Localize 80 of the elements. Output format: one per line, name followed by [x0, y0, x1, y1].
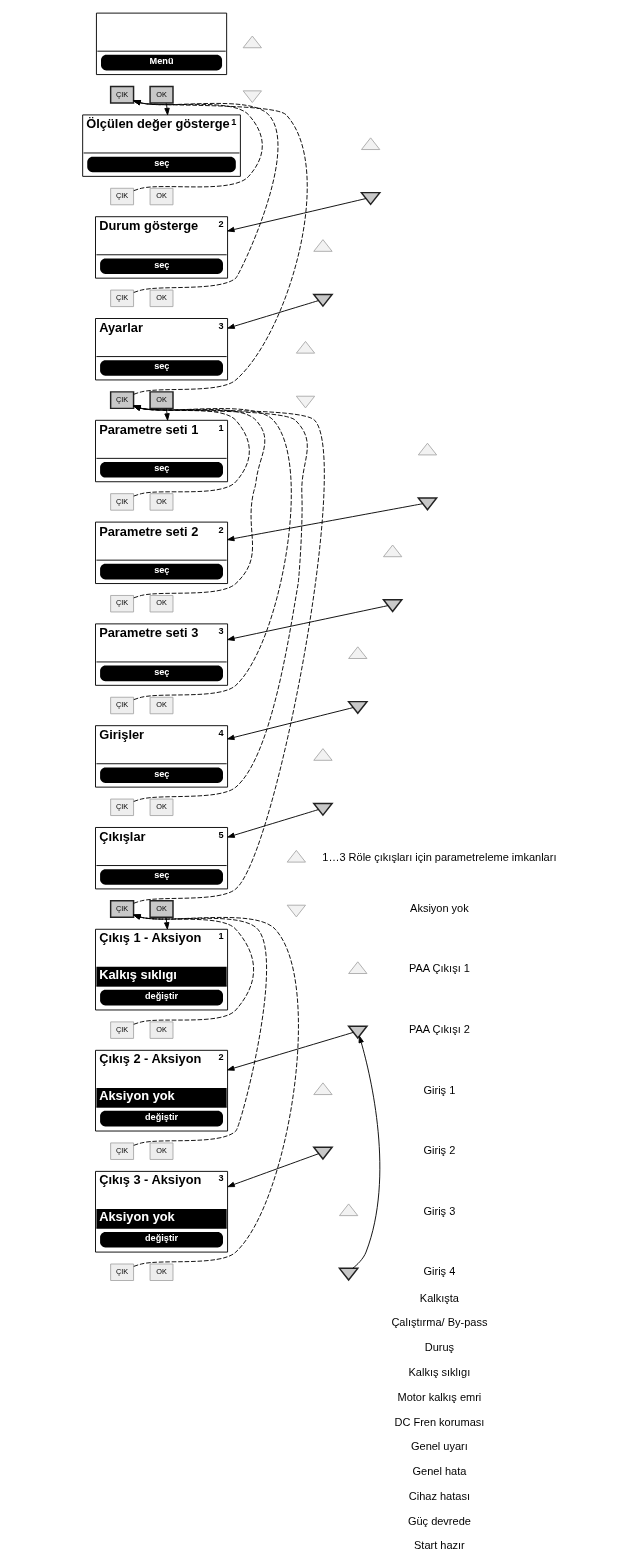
label: Giriş 3 [423, 1204, 456, 1217]
node-box: ÇIK [110, 493, 135, 511]
arrow [227, 503, 424, 542]
arrow [164, 102, 170, 116]
label: DC Fren koruması [394, 1415, 485, 1428]
node-triangle [348, 646, 368, 659]
node-triangle [416, 497, 439, 511]
arrow [227, 300, 319, 329]
node-box: ÇIK [109, 85, 135, 104]
node-triangle [337, 1267, 360, 1282]
node-triangle [313, 1082, 333, 1096]
node-triangle [361, 137, 381, 150]
node-box: ÇIK [110, 289, 135, 308]
node-triangle [295, 340, 316, 354]
node-triangle [347, 1025, 369, 1040]
node-triangle [313, 239, 333, 252]
node-box: OK [149, 493, 174, 511]
node-box: OK [149, 696, 174, 715]
arrow [227, 1031, 354, 1071]
label: Cihaz hatası [408, 1489, 470, 1502]
node-triangle [313, 748, 333, 761]
node-triangle [286, 904, 306, 918]
arrow [227, 1153, 320, 1188]
label: 1…3 Röle çıkışları için parametreleme imkanları [322, 851, 557, 864]
node-triangle [242, 90, 262, 103]
label: PAA Çıkışı 2 [408, 1022, 470, 1035]
node-triangle [286, 849, 306, 863]
label: Aksiyon yok [410, 901, 469, 914]
node-box: OK [149, 595, 174, 613]
node-triangle [348, 961, 368, 974]
label: Genel hata [412, 1465, 467, 1478]
label: Güç devrede [407, 1514, 471, 1527]
label: Giriş 1 [423, 1083, 456, 1096]
node-box: ÇIK [110, 798, 135, 816]
node-box: OK [149, 1142, 174, 1160]
label: Giriş 4 [423, 1265, 456, 1278]
node-box: ÇIK [110, 1021, 135, 1039]
node-triangle [312, 1146, 334, 1161]
node-triangle [242, 35, 262, 49]
arrow [227, 605, 389, 641]
node-box: OK [149, 85, 174, 104]
arrow [227, 198, 367, 233]
node-box: OK [149, 1021, 174, 1039]
node-triangle [417, 442, 438, 456]
node-box: ÇIK [110, 696, 135, 715]
node-triangle [312, 293, 334, 308]
node-box: OK [149, 1263, 174, 1281]
node-triangle [381, 599, 404, 613]
node-box: OK [149, 187, 174, 206]
label: PAA Çıkışı 1 [408, 962, 470, 975]
arrow [227, 707, 354, 741]
node-box: ÇIK [110, 595, 135, 613]
node-box: OK [149, 289, 174, 308]
label: Genel uyarı [410, 1440, 468, 1453]
node-triangle [295, 395, 316, 409]
node-box: OK [149, 391, 174, 410]
label: Çalıştırma/ By-pass [391, 1316, 488, 1329]
node-box: ÇIK [109, 900, 135, 919]
arrow [133, 100, 263, 192]
node-box: OK [149, 798, 174, 816]
node-box: ÇIK [110, 1263, 135, 1281]
arrow [352, 1035, 381, 1269]
node-box: ÇIK [109, 391, 135, 410]
label: Kalkışta [419, 1291, 459, 1304]
label: Kalkış sıklıgı [408, 1365, 471, 1378]
node-box: ÇIK [110, 187, 135, 206]
label: Start hazır [414, 1539, 465, 1552]
node-triangle [359, 191, 382, 206]
label: Giriş 2 [423, 1144, 456, 1157]
node-box: OK [149, 900, 174, 919]
arrow [133, 100, 308, 395]
node-box: ÇIK [110, 1142, 135, 1160]
arrow [133, 100, 279, 293]
node-triangle [383, 544, 403, 558]
node-triangle [347, 700, 369, 715]
node-triangle [339, 1203, 359, 1217]
label: Duruş [424, 1341, 455, 1354]
arrow [227, 809, 319, 838]
node-triangle [312, 802, 334, 817]
label: Motor kalkış emri [397, 1390, 482, 1403]
